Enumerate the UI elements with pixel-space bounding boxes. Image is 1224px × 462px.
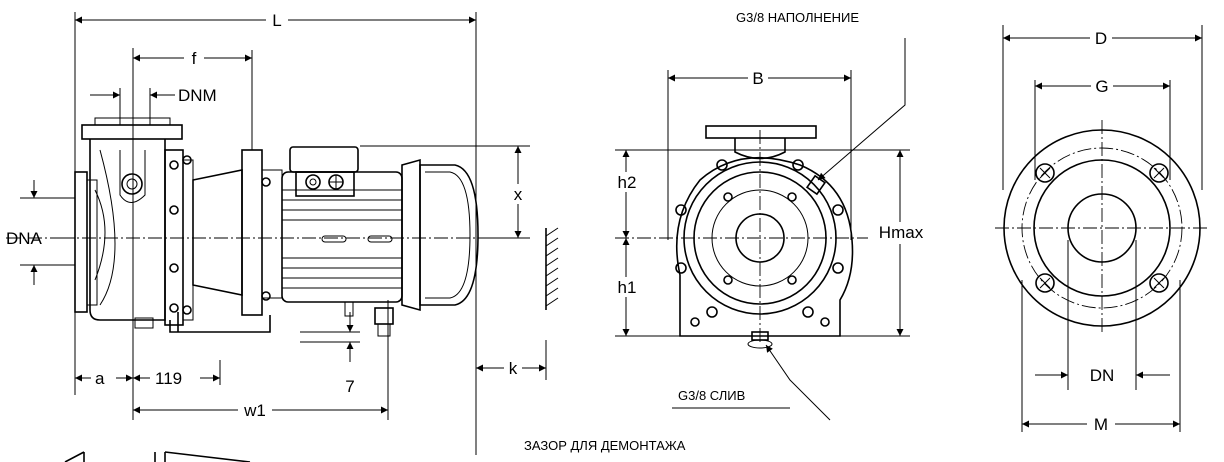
dim-119: 119: [155, 369, 182, 388]
dim-DNA: DNA: [6, 229, 43, 248]
dim-a: a: [95, 369, 105, 388]
dim-Hmax: Hmax: [879, 223, 924, 242]
pump-side-view: [20, 12, 559, 462]
pump-front-view: [615, 70, 910, 349]
fill-port-note: G3/8 НАПОЛНЕНИЕ: [736, 10, 859, 25]
dim-M: M: [1094, 415, 1108, 434]
dim-DN: DN: [1090, 366, 1115, 385]
flange-view-dimensions: D G DN M: [1003, 28, 1202, 434]
dim-B: B: [752, 69, 763, 88]
dim-L: L: [272, 11, 281, 30]
dim-f: f: [192, 49, 197, 68]
side-view-dimensions: L f DNM DNA x a 119 w1 7 k ЗАЗОР ДЛЯ ДЕМ…: [6, 10, 686, 453]
dim-G: G: [1095, 77, 1108, 96]
dim-h1: h1: [618, 278, 637, 297]
flange-end-view: [995, 25, 1210, 432]
front-view-dimensions: B h2 h1 Hmax G3/8 НАПОЛНЕНИЕ G3/8 СЛИВ: [612, 10, 934, 421]
dim-k: k: [509, 359, 518, 378]
drain-port-note: G3/8 СЛИВ: [678, 388, 745, 403]
dim-7: 7: [345, 377, 354, 396]
dim-w1: w1: [243, 401, 266, 420]
clearance-note: ЗАЗОР ДЛЯ ДЕМОНТАЖА: [524, 438, 686, 453]
dim-DNM: DNM: [178, 86, 217, 105]
dim-h2: h2: [618, 173, 637, 192]
dim-x: x: [514, 185, 523, 204]
dim-D: D: [1095, 29, 1107, 48]
